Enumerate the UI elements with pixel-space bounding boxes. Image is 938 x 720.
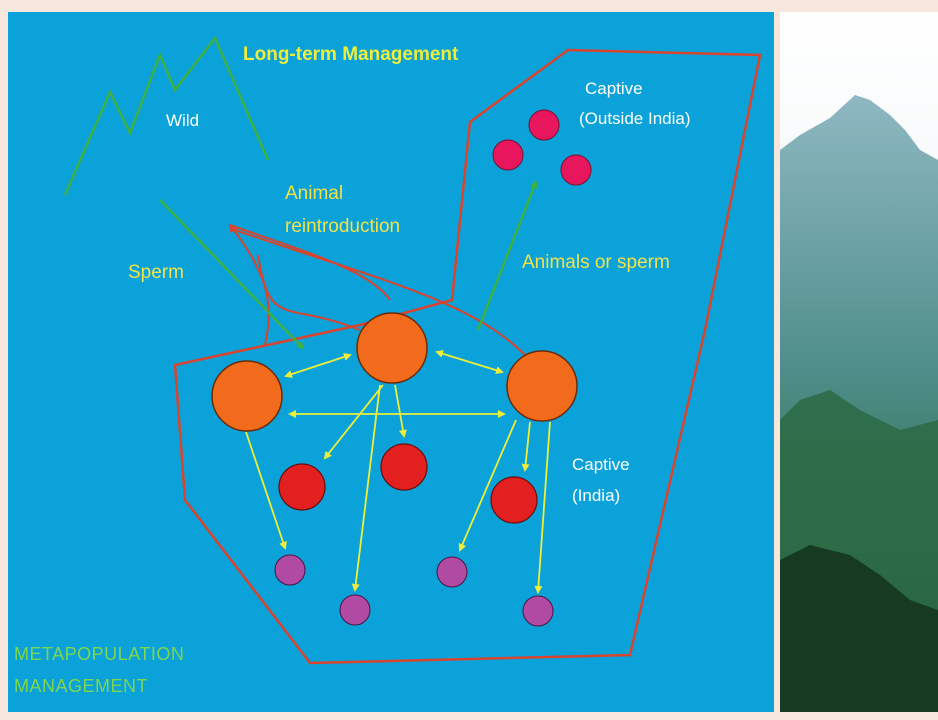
node-outside-1 (529, 110, 559, 140)
node-large-right (507, 351, 577, 421)
node-small-2 (340, 595, 370, 625)
node-large-center (357, 313, 427, 383)
mountain-photo (780, 12, 938, 712)
node-medium-1 (279, 464, 325, 510)
captive-india-label-1: Captive (572, 455, 630, 474)
node-medium-3 (491, 477, 537, 523)
captive-outside-label-2: (Outside India) (579, 109, 691, 128)
wild-label: Wild (166, 111, 199, 130)
captive-india-label-2: (India) (572, 486, 620, 505)
metapopulation-label-1: METAPOPULATION (14, 644, 184, 664)
node-medium-2 (381, 444, 427, 490)
node-outside-2 (493, 140, 523, 170)
metapopulation-label-2: MANAGEMENT (14, 676, 148, 696)
node-small-4 (523, 596, 553, 626)
node-small-1 (275, 555, 305, 585)
node-outside-3 (561, 155, 591, 185)
animals-or-sperm-label: Animals or sperm (522, 252, 670, 273)
captive-outside-label-1: Captive (585, 79, 643, 98)
reintroduction-label-2: reintroduction (285, 216, 400, 237)
node-large-left (212, 361, 282, 431)
sperm-label: Sperm (128, 262, 184, 283)
diagram-title: Long-term Management (243, 44, 459, 65)
node-small-3 (437, 557, 467, 587)
reintroduction-label-1: Animal (285, 183, 343, 204)
